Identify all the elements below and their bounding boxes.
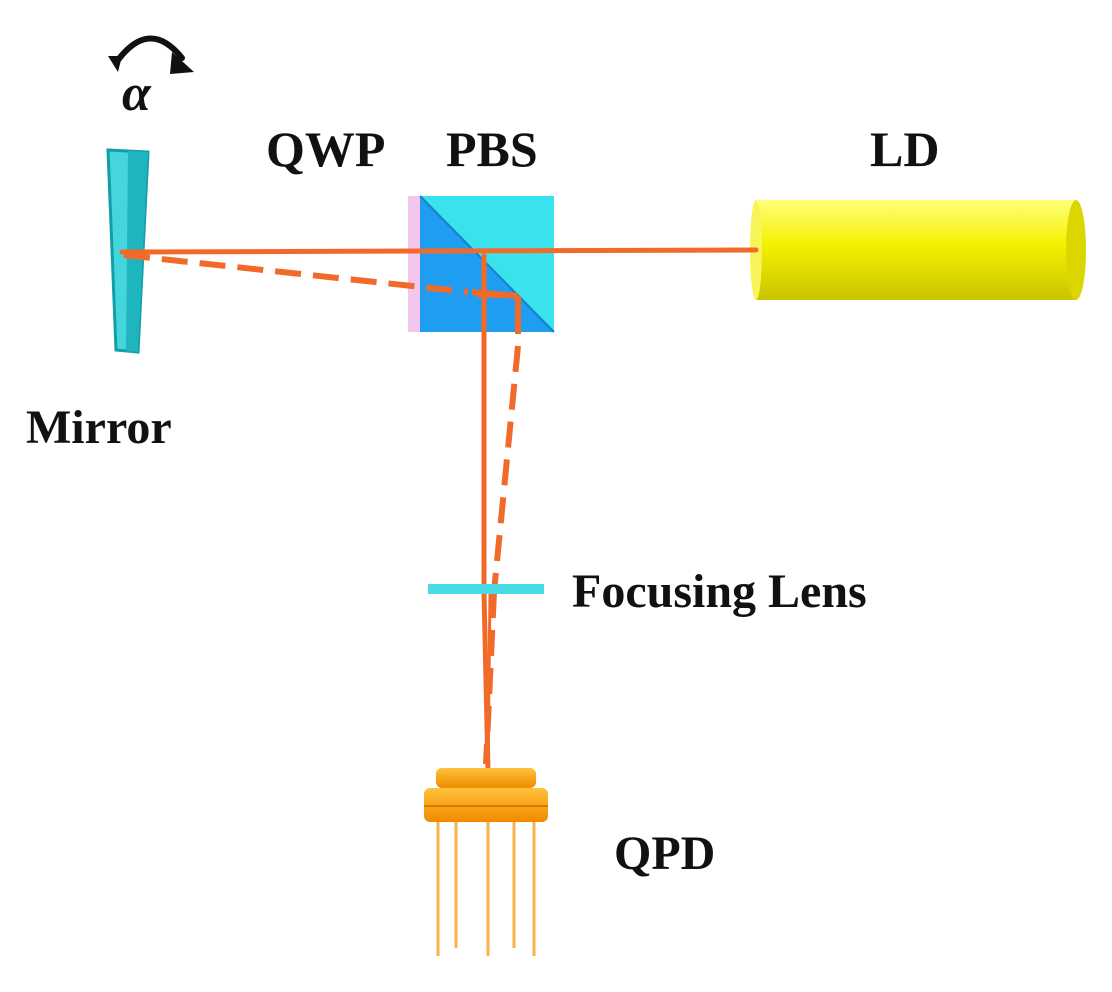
curved-arrow-icon (108, 35, 194, 74)
laser-diode (750, 200, 1086, 300)
pbs-label: PBS (446, 121, 538, 177)
focusing-lens (428, 584, 544, 594)
focusing-lens-label: Focusing Lens (572, 565, 867, 618)
pbs-cube (419, 195, 555, 333)
qpd-label: QPD (614, 827, 716, 880)
qwp-plate (408, 196, 422, 332)
mirror-label: Mirror (26, 401, 172, 454)
beam-turn-segment (471, 289, 519, 299)
qpd-detector (424, 768, 548, 956)
qwp-label: QWP (266, 121, 386, 177)
rotation-angle-label: α (122, 65, 151, 122)
ld-label: LD (870, 121, 940, 177)
